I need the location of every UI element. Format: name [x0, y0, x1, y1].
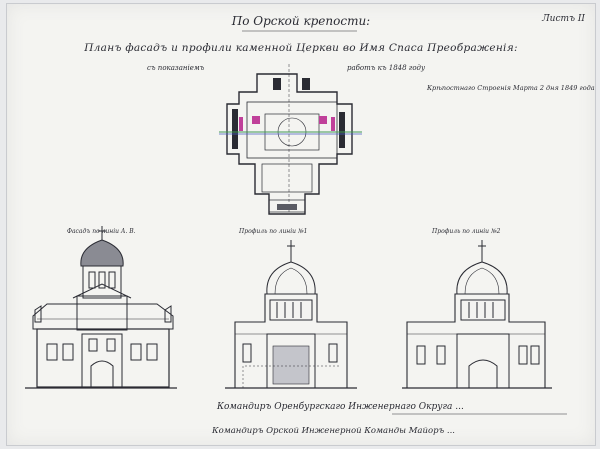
- with-label: съ показаніемъ: [147, 64, 205, 72]
- profile1-label: Профиль по линіи №1: [239, 228, 308, 235]
- church-profile-1-drawing: [225, 240, 357, 389]
- signature-line-1: Командиръ Оренбургскаго Инженернаго Окру…: [217, 402, 464, 412]
- church-facade-drawing: [25, 226, 177, 389]
- church-floor-plan: [219, 64, 362, 215]
- drawing-sheet: По Орской крепости: Планъ фасадъ и профи…: [6, 3, 596, 446]
- profile2-label: Профиль по линіи №2: [432, 228, 501, 235]
- date-note: Крѣпостнаго Строенія Марта 2 дня 1849 го…: [427, 84, 595, 92]
- signature-line-2: Командиръ Орской Инженерной Команды Майо…: [212, 426, 455, 436]
- sheet-subtitle: Планъ фасадъ и профили каменной Церкви в…: [84, 42, 518, 54]
- sheet-title: По Орской крепости:: [231, 14, 371, 28]
- architectural-drawings: [25, 30, 567, 415]
- sheet-number: Листъ II: [542, 14, 585, 24]
- works-label: работъ къ 1848 году: [347, 64, 426, 72]
- church-profile-2-drawing: [402, 240, 552, 389]
